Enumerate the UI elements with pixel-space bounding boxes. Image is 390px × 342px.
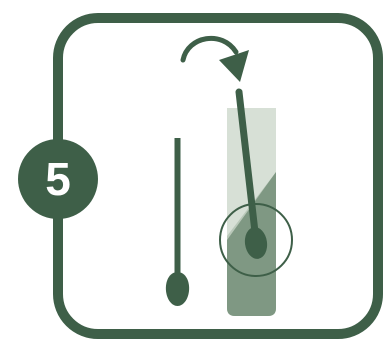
curved-arrow-head [219,50,249,82]
step-badge: 5 [18,139,98,219]
swab-tip [166,272,189,306]
curved-arrow-icon [183,38,249,82]
step-number: 5 [45,153,71,205]
swab-stick [175,138,181,278]
swab-icon [166,138,189,306]
step-frame [58,18,378,334]
curved-arrow-shaft [183,38,236,60]
